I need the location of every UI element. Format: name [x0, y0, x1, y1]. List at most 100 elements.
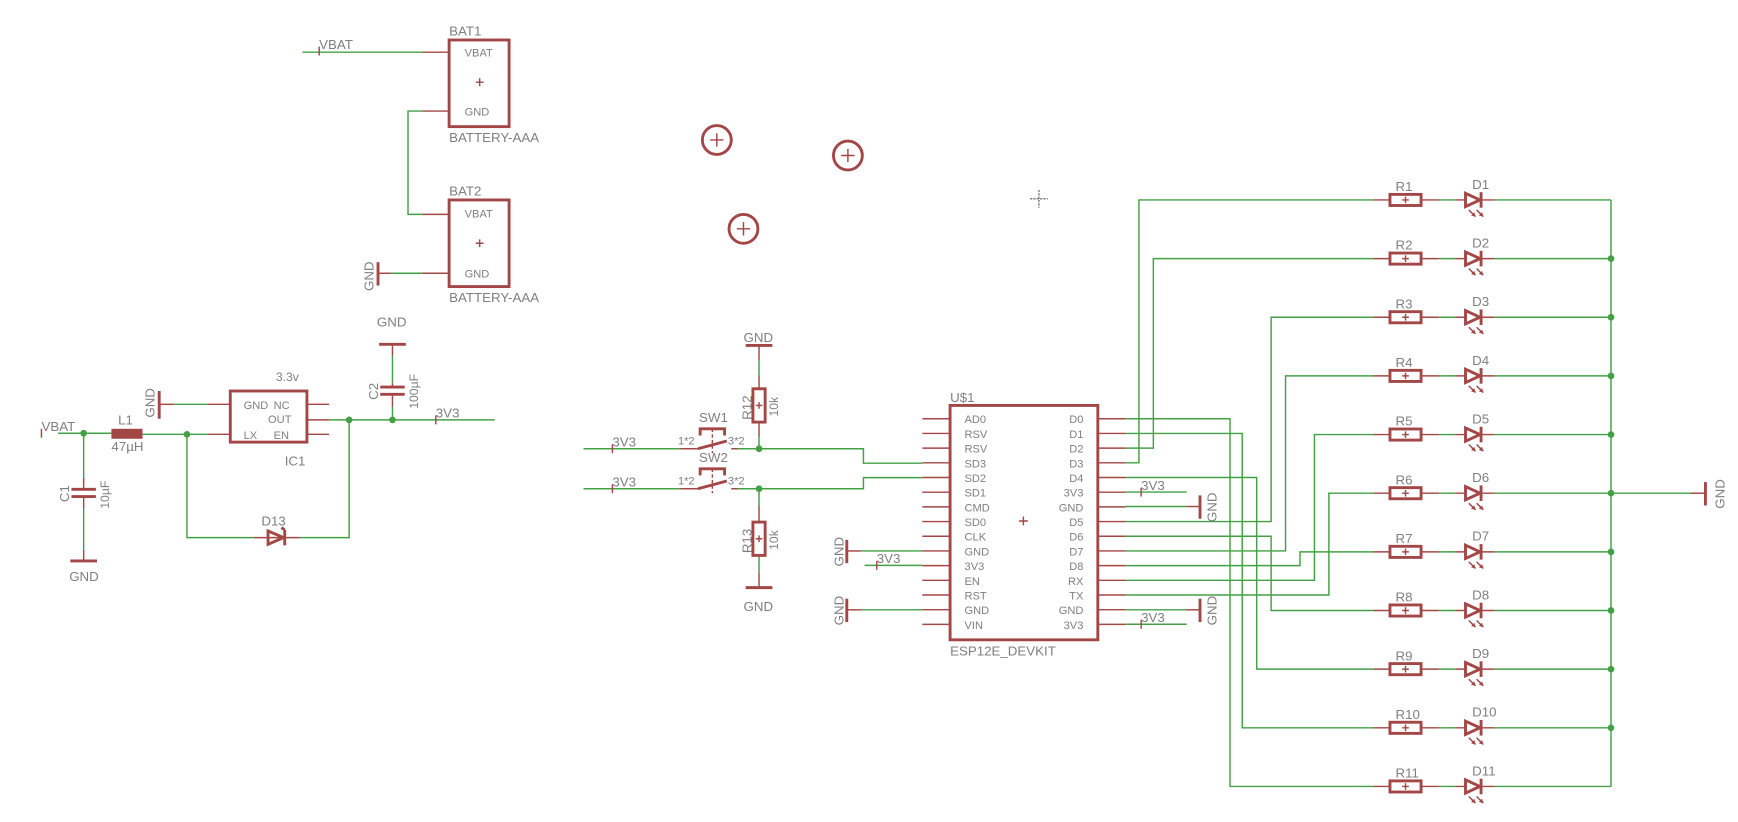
resistor-name: R2 — [1396, 238, 1413, 253]
wire-sw1-sd3[interactable] — [737, 448, 923, 464]
junction — [1607, 548, 1615, 556]
junction — [1607, 255, 1615, 262]
resistor-name: R9 — [1396, 648, 1413, 663]
wire-gpio-to-r2[interactable] — [1125, 257, 1374, 449]
junction — [1607, 431, 1615, 438]
switch-sw2[interactable]: SW2 1*2 3*2 — [678, 450, 745, 494]
esp-left-pin-label: CLK — [965, 532, 987, 544]
esp-right-pin-label: D5 — [1069, 517, 1083, 529]
battery-bat1[interactable]: BAT1 VBAT GND BATTERY-AAA — [422, 24, 539, 146]
wire-gpio-to-r11[interactable] — [1125, 418, 1374, 788]
gnd-label: GND — [831, 596, 846, 626]
gnd-label: GND — [1205, 492, 1220, 522]
diode-d13[interactable]: D13 — [253, 513, 301, 547]
esp-left-pin-label: SD0 — [965, 517, 987, 529]
gnd-label: GND — [377, 315, 407, 330]
led-name: D6 — [1472, 470, 1489, 485]
inductor-l1[interactable]: L1 47µH — [111, 412, 144, 454]
regulator-ic1[interactable]: GND NC OUT LX EN 3.3v IC1 — [208, 370, 330, 468]
led-channel-8[interactable]: R8 D8 — [1373, 587, 1615, 628]
led-name: D5 — [1472, 411, 1489, 426]
esp-left-pin-label: CMD — [965, 502, 990, 514]
r13-name: R13 — [739, 529, 754, 553]
esp-left-pin-label: SD2 — [965, 473, 987, 485]
junction — [1607, 665, 1615, 673]
esp-right-pin-label: D2 — [1069, 444, 1083, 456]
net-label-3v3: 3V3 — [1141, 610, 1165, 625]
esp-left-pin-label: 3V3 — [965, 561, 985, 573]
esp-right-pin-label: D7 — [1069, 546, 1083, 558]
ic1-value: 3.3v — [276, 370, 300, 384]
esp-right-pin-label: D8 — [1069, 561, 1083, 573]
capacitor-c1[interactable]: C1 10µF — [57, 481, 112, 509]
resistor-body — [1388, 486, 1423, 501]
c1-value: 10µF — [98, 481, 112, 509]
resistor-name: R4 — [1396, 355, 1414, 370]
led-icon — [1464, 191, 1484, 209]
r12-value: 10k — [767, 396, 781, 417]
wire-gpio-to-r1[interactable] — [1125, 199, 1374, 464]
junction — [1607, 724, 1615, 732]
esp-left-pin-label: EN — [965, 576, 980, 588]
esp-right-pin-label: D3 — [1069, 458, 1083, 470]
esp-right-pin-label: D1 — [1069, 429, 1083, 441]
led-icon — [1464, 484, 1484, 503]
bat1-pin-vbat: VBAT — [465, 48, 493, 60]
capacitor-c2[interactable]: C2 100µF — [366, 374, 421, 409]
c2-value: 100µF — [407, 374, 421, 409]
cursor-crosshair-icon — [1030, 189, 1048, 208]
esp-left-pin-label: SD1 — [965, 488, 987, 500]
wire-bat-series[interactable] — [407, 110, 423, 216]
wire-gpio-to-r6[interactable] — [1125, 492, 1374, 596]
net-label-3v3: 3V3 — [877, 551, 901, 566]
net-label-vbat: VBAT — [41, 419, 75, 434]
led-icon — [1464, 660, 1484, 679]
bat1-body — [447, 38, 511, 129]
esp-left-pin-label: RSV — [965, 429, 988, 441]
junction — [1607, 489, 1615, 497]
switch-sw1[interactable]: SW1 1*2 3*2 — [678, 410, 745, 454]
resistor-body — [1388, 368, 1423, 383]
sw2-pin3: 3*2 — [728, 475, 745, 487]
led-icon — [1464, 366, 1484, 385]
resistor-r13[interactable]: R13 10k — [739, 520, 781, 557]
esp-right-pin-label: TX — [1069, 590, 1084, 602]
resistor-body — [1388, 779, 1423, 794]
sw2-name: SW2 — [699, 450, 728, 465]
gnd-label: GND — [743, 330, 773, 345]
resistor-r12[interactable]: R12 10k — [739, 375, 781, 424]
wire-gpio-to-r4[interactable] — [1125, 375, 1374, 552]
battery-bat2[interactable]: BAT2 VBAT GND BATTERY-AAA — [422, 184, 539, 306]
wire-gpio-to-r8[interactable] — [1125, 535, 1374, 612]
wire-sw2-sd2[interactable] — [737, 476, 923, 490]
wire-gpio-to-r3[interactable] — [1125, 316, 1374, 523]
sw1-pin1: 1*2 — [678, 435, 695, 447]
wire-gpio-to-r7[interactable] — [1125, 551, 1374, 567]
esp12e-devkit-module[interactable]: U$1 ESP12E_DEVKIT — [948, 390, 1100, 658]
mounting-hole-icon — [700, 124, 733, 156]
led-name: D11 — [1472, 763, 1495, 778]
esp-left-pin-label: RST — [965, 590, 987, 602]
esp-right-pin-label: 3V3 — [1064, 620, 1084, 632]
wire-gpio-to-r5[interactable] — [1125, 433, 1374, 582]
esp-right-pin-label: GND — [1059, 605, 1084, 617]
esp-right-pin-label: 3V3 — [1064, 488, 1084, 500]
led-name: D8 — [1472, 587, 1489, 602]
led-icon — [1464, 718, 1484, 737]
wire-gpio-to-r9[interactable] — [1125, 476, 1374, 670]
esp-left-pin-label: VIN — [965, 620, 984, 632]
wire-d13[interactable] — [186, 419, 350, 539]
led-icon — [1464, 249, 1484, 268]
resistor-name: R8 — [1396, 590, 1413, 605]
